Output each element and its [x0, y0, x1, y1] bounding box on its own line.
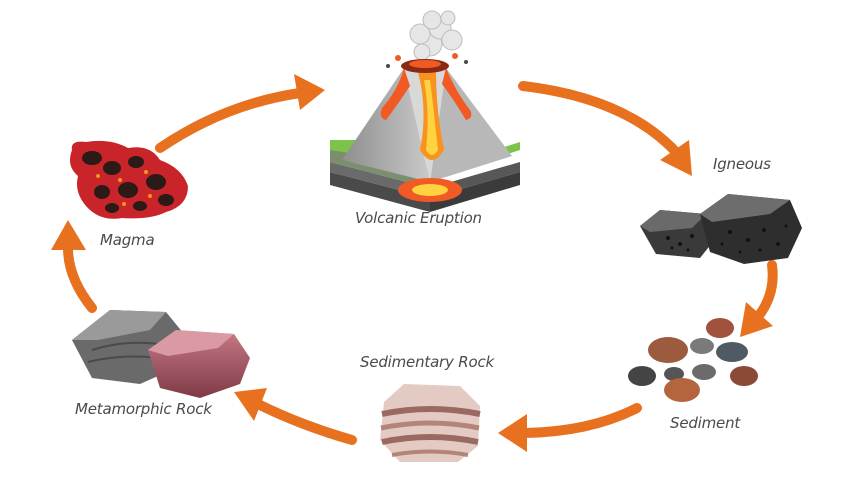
arrow-head-sedimentary-to-metamorphic [234, 388, 267, 421]
volcano-illustration [330, 10, 520, 212]
steam-cloud [409, 10, 463, 61]
arrow-metamorphic-to-magma [63, 243, 97, 313]
arrow-head-magma-to-volcano [294, 74, 325, 110]
arrow-igneous-to-sediment [752, 260, 778, 323]
igneous-rock-illustration [640, 194, 802, 264]
sedimentary-rock-illustration [380, 384, 481, 462]
label-igneous: Igneous [713, 155, 771, 173]
arrow-head-metamorphic-to-magma [51, 220, 86, 250]
arrow-head-sediment-to-sedimentary [498, 414, 527, 452]
metamorphic-rock-illustration [72, 310, 250, 398]
arrow-head-volcano-to-igneous [660, 140, 692, 176]
arrow-sedimentary-to-metamorphic [253, 399, 357, 445]
label-metamorphic-rock: Metamorphic Rock [75, 400, 212, 418]
arrow-volcano-to-igneous [518, 81, 681, 157]
sediment-illustration [628, 318, 758, 402]
arrow-magma-to-volcano [155, 88, 305, 153]
label-sediment: Sediment [670, 414, 741, 432]
magma-illustration [70, 140, 188, 219]
arrow-sediment-to-sedimentary [519, 403, 642, 438]
label-sedimentary-rock: Sedimentary Rock [360, 353, 495, 371]
label-volcanic-eruption: Volcanic Eruption [355, 209, 482, 227]
arrow-head-igneous-to-sediment [740, 302, 773, 337]
label-magma: Magma [100, 231, 155, 249]
